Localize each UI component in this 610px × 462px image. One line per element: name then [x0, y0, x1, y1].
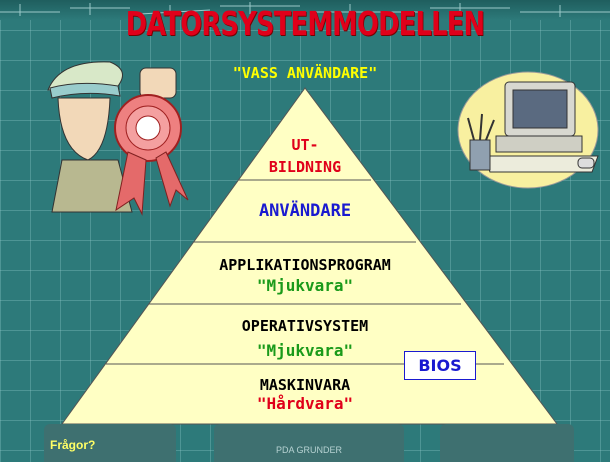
footer-center-box [214, 424, 404, 462]
footer-right-box [440, 424, 574, 462]
level-maskinvara: MASKINVARA [259, 376, 351, 394]
slide-title: DATORSYSTEMMODELLEN [125, 4, 485, 43]
level-utbildning-line2: BILDNING [268, 158, 342, 176]
person-with-award-ribbon-icon [47, 61, 189, 216]
footer-questions-box[interactable] [44, 424, 176, 462]
level-applikationsprogram: APPLIKATIONSPROGRAM [219, 256, 391, 274]
level-applikationsprogram-sub: "Mjukvara" [256, 276, 354, 295]
level-operativsystem: OPERATIVSYSTEM [241, 317, 369, 335]
footer-center-text: PDA GRUNDER [275, 445, 342, 455]
level-utbildning-line1: UT- [291, 136, 319, 154]
slide-subtitle: "VASS ANVÄNDARE" [232, 64, 378, 82]
computer-icon [457, 71, 599, 189]
level-operativsystem-sub: "Mjukvara" [256, 341, 354, 360]
bios-label: BIOS [404, 351, 476, 380]
level-maskinvara-sub: "Hårdvara" [256, 394, 354, 413]
questions-link[interactable]: Frågor? [50, 438, 96, 452]
level-anvandare: ANVÄNDARE [258, 201, 352, 221]
top-decoration-strip [0, 0, 610, 20]
